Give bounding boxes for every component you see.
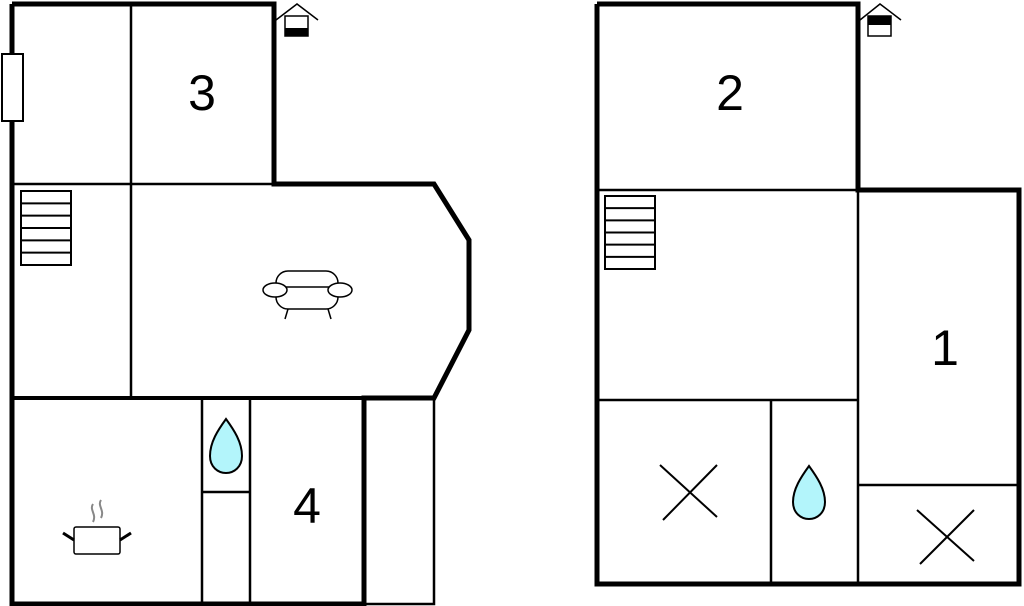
room-label-2: 2 — [716, 65, 744, 121]
upper-floor-plan: 2 1 — [594, 1, 1022, 587]
water-drop-icon — [208, 417, 244, 475]
ground-floor-plan: 3 4 — [1, 1, 472, 606]
window-icon — [1, 53, 24, 122]
annex-room — [364, 396, 436, 606]
room-label-3: 3 — [188, 65, 216, 121]
cooking-pot-icon — [62, 499, 132, 555]
outer-wall — [9, 1, 472, 606]
room-label-1: 1 — [931, 320, 959, 376]
water-drop-icon — [791, 464, 827, 521]
house-ground-floor-icon — [275, 3, 319, 37]
stairs-icon — [20, 190, 72, 266]
outer-wall — [594, 1, 1022, 587]
sofa-icon — [262, 270, 353, 320]
cross-icon — [916, 509, 975, 565]
cross-icon — [659, 464, 718, 521]
room-label-4: 4 — [293, 478, 321, 534]
house-upper-floor-icon — [859, 3, 902, 37]
stairs-icon — [604, 195, 656, 270]
